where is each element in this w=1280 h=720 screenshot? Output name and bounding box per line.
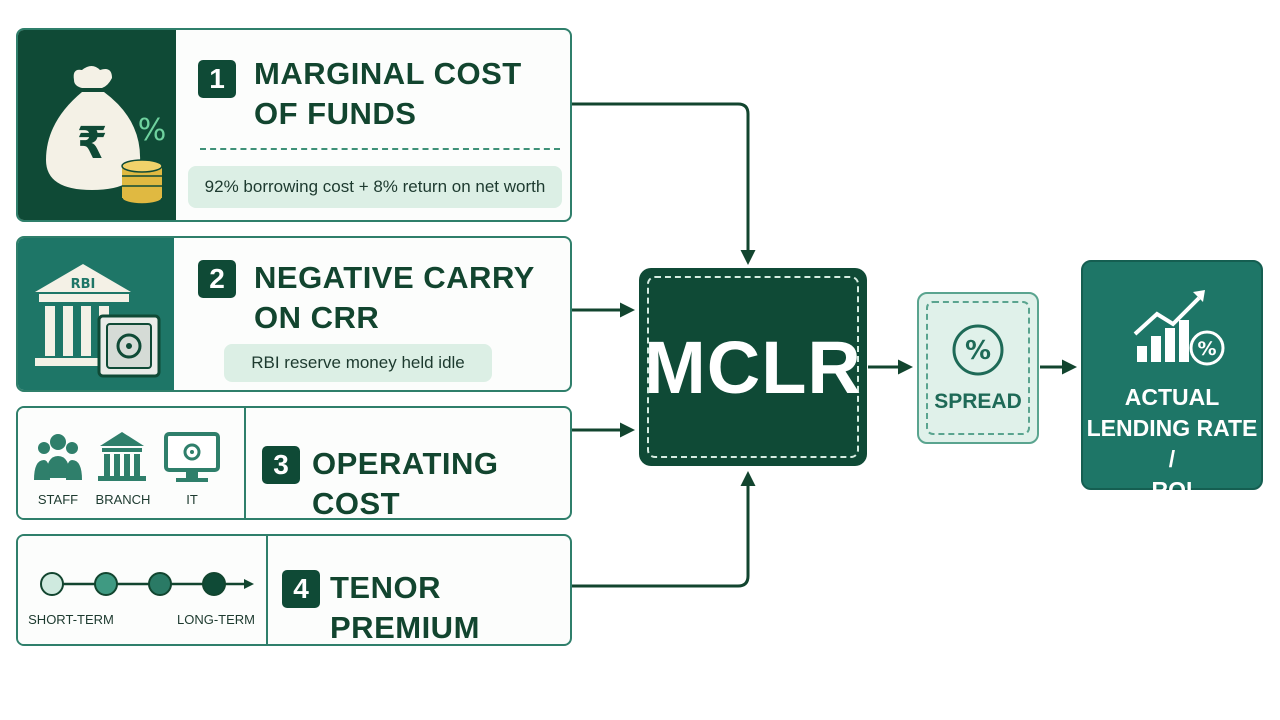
factor1-icon-panel: ₹ % bbox=[18, 30, 176, 220]
timeline-end-label: LONG-TERM bbox=[177, 612, 255, 627]
staff-label: STAFF bbox=[37, 492, 79, 507]
factor2-title: NEGATIVE CARRY ON CRR bbox=[254, 258, 535, 338]
operating-cost-icons bbox=[34, 432, 220, 482]
factor1-divider bbox=[200, 148, 560, 150]
branch-icon bbox=[98, 432, 146, 481]
mclr-label: MCLR bbox=[644, 276, 861, 458]
money-bag-rupee-icon: ₹ % bbox=[46, 66, 167, 205]
it-computer-icon bbox=[164, 432, 220, 482]
factor2-title-line1: NEGATIVE CARRY bbox=[254, 260, 535, 295]
percent-circle-icon: % bbox=[952, 324, 1004, 376]
actual-lending-rate-label: ACTUAL LENDING RATE / ROI bbox=[1083, 382, 1261, 506]
it-label: IT bbox=[186, 492, 198, 507]
factor2-title-line2: ON CRR bbox=[254, 300, 380, 335]
factor-card-tenor-premium: SHORT-TERM LONG-TERM 4 TENOR PREMIUM bbox=[16, 534, 572, 646]
svg-text:%: % bbox=[138, 113, 167, 148]
arrow-factor4-to-mclr bbox=[572, 471, 756, 588]
actual-lending-rate-box: % ACTUAL LENDING RATE / ROI bbox=[1081, 260, 1263, 503]
factor4-icon-panel: SHORT-TERM LONG-TERM bbox=[18, 536, 268, 644]
growth-chart-percent-icon: % bbox=[1133, 290, 1225, 366]
svg-text:%: % bbox=[965, 336, 991, 366]
factor1-title-line1: MARGINAL COST bbox=[254, 56, 522, 91]
factor4-number-badge: 4 bbox=[282, 570, 320, 608]
staff-icon bbox=[34, 434, 82, 480]
spread-label: SPREAD bbox=[934, 390, 1022, 413]
spread-box: % SPREAD bbox=[917, 292, 1039, 444]
arrow-factor1-to-mclr bbox=[572, 102, 756, 265]
result-line3: ROI bbox=[1151, 477, 1193, 503]
factor1-note: 92% borrowing cost + 8% return on net wo… bbox=[188, 166, 562, 208]
branch-label: BRANCH bbox=[95, 492, 151, 507]
factor1-title-line2: OF FUNDS bbox=[254, 96, 417, 131]
factor-card-negative-carry: RBI 2 NEGATIVE CARRY ON CRR RBI reserve … bbox=[16, 236, 572, 392]
factor2-note: RBI reserve money held idle bbox=[224, 344, 492, 382]
result-line1: ACTUAL bbox=[1124, 384, 1220, 410]
factor2-icon-panel: RBI bbox=[18, 238, 174, 390]
factor1-number-badge: 1 bbox=[198, 60, 236, 98]
result-line2: LENDING RATE / bbox=[1086, 415, 1258, 472]
factor2-number-badge: 2 bbox=[198, 260, 236, 298]
mclr-box: MCLR bbox=[639, 268, 867, 466]
factor3-number-badge: 3 bbox=[262, 446, 300, 484]
svg-text:RBI: RBI bbox=[71, 277, 96, 292]
factor3-title: OPERATING COST bbox=[312, 446, 499, 520]
timeline-start-label: SHORT-TERM bbox=[28, 612, 114, 627]
factor-card-marginal-cost: ₹ % 1 MARGINAL COST OF FUNDS 92% borrowi… bbox=[16, 28, 572, 222]
factor3-icon-panel: STAFF BRANCH IT bbox=[18, 408, 246, 518]
svg-text:₹: ₹ bbox=[77, 118, 108, 169]
tenor-timeline-icon bbox=[40, 572, 254, 596]
svg-text:%: % bbox=[1197, 338, 1216, 360]
factor4-title: TENOR PREMIUM bbox=[330, 570, 480, 645]
factor1-title: MARGINAL COST OF FUNDS bbox=[254, 54, 522, 134]
rbi-bank-safe-icon: RBI bbox=[35, 264, 161, 378]
factor-card-operating-cost: STAFF BRANCH IT 3 OPERATING COST bbox=[16, 406, 572, 520]
